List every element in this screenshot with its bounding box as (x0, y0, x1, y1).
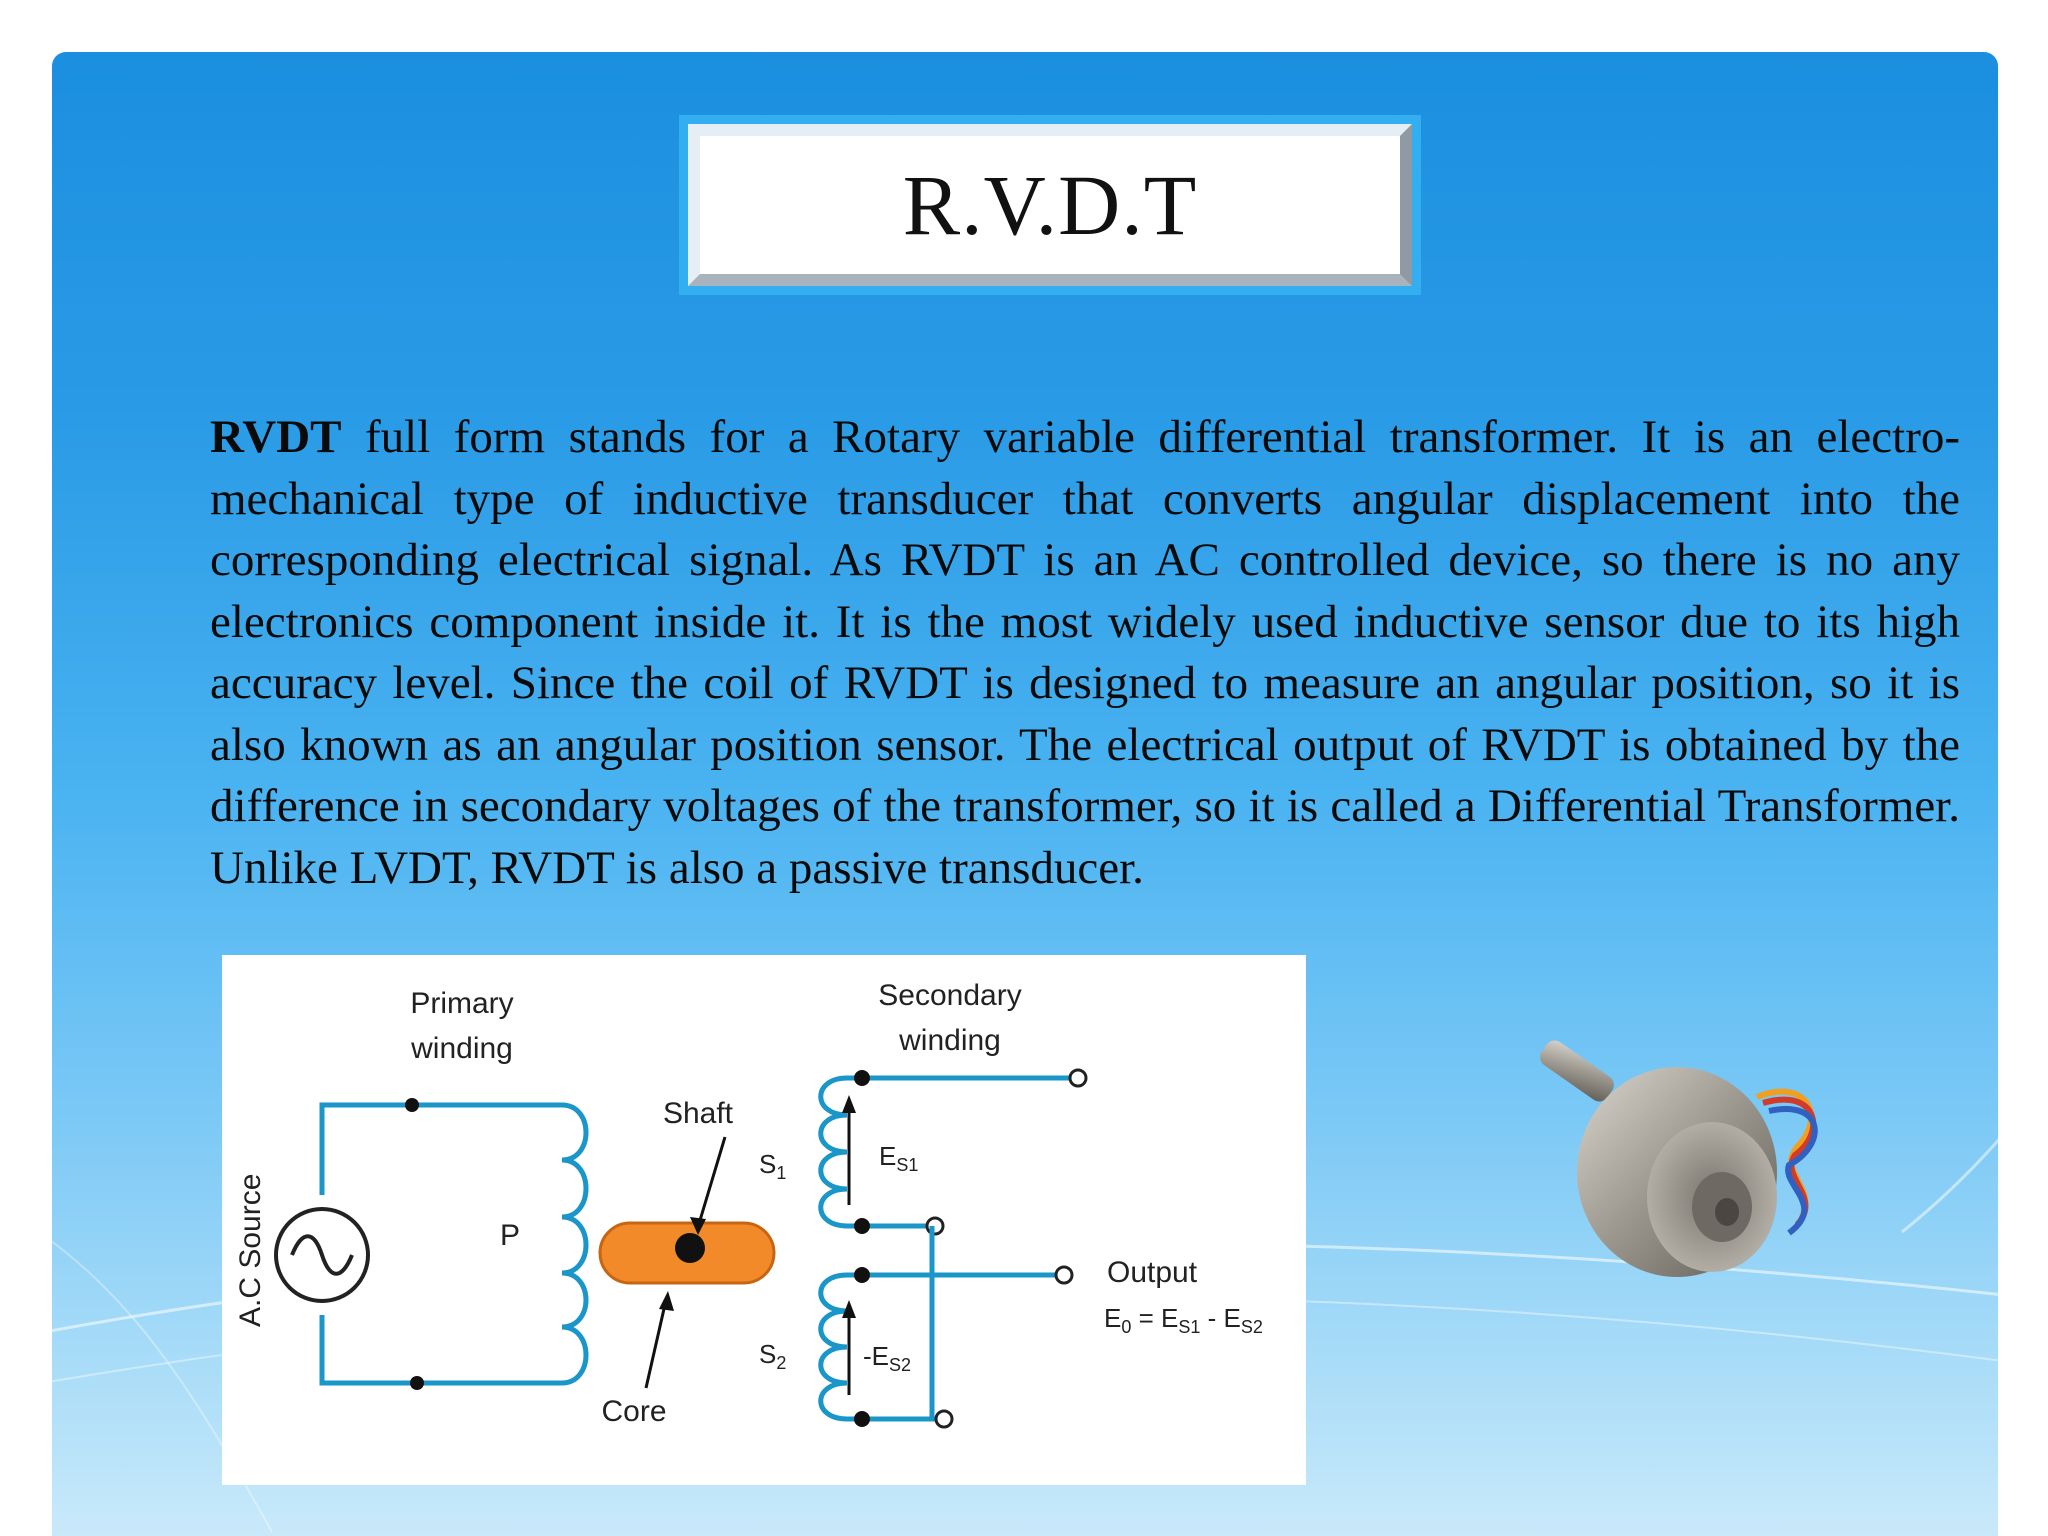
primary-winding-label-1: Primary (410, 987, 513, 1020)
es1-label: ES1 (879, 1141, 918, 1175)
core-label: Core (601, 1395, 666, 1428)
primary-circuit (319, 1098, 589, 1390)
primary-winding-label-2: winding (410, 1032, 513, 1065)
shaft-pointer-arrow (696, 1136, 727, 1228)
primary-junction-dot (405, 1098, 419, 1112)
rotary-core (598, 1221, 776, 1285)
es2-label: -ES2 (863, 1341, 911, 1375)
coil-p-label: P (500, 1219, 520, 1252)
ac-source-label: A.C Source (234, 1174, 267, 1327)
rvdt-sensor-photo (1540, 1040, 1818, 1277)
slide-title: R.V.D.T (902, 157, 1198, 253)
slide-background: R.V.D.T RVDT full form stands for a Rota… (52, 52, 1998, 1536)
secondary-winding-label-1: Secondary (878, 979, 1021, 1012)
title-box: R.V.D.T (688, 124, 1412, 286)
rvdt-circuit-diagram: Primary winding Secondary winding A.C So… (222, 955, 1306, 1485)
title-frame: R.V.D.T (679, 115, 1421, 295)
body-text: full form stands for a Rotary variable d… (210, 411, 1960, 894)
ac-source-symbol (274, 1207, 370, 1303)
secondary-coil-s1 (818, 1068, 1088, 1236)
output-label: Output (1107, 1256, 1198, 1289)
coil-s1-label: S1 (759, 1149, 786, 1183)
shaft-label: Shaft (663, 1097, 734, 1130)
body-bold-term: RVDT (210, 411, 342, 463)
secondary-coil-s2 (818, 1226, 1074, 1429)
secondary-winding-label-2: winding (898, 1024, 1001, 1057)
coil-s2-label: S2 (759, 1339, 786, 1373)
output-equation: E0 = ES1 - ES2 (1104, 1303, 1263, 1337)
core-pointer-arrow (644, 1299, 668, 1389)
body-paragraph: RVDT full form stands for a Rotary varia… (210, 407, 1960, 899)
primary-junction-dot (410, 1376, 424, 1390)
